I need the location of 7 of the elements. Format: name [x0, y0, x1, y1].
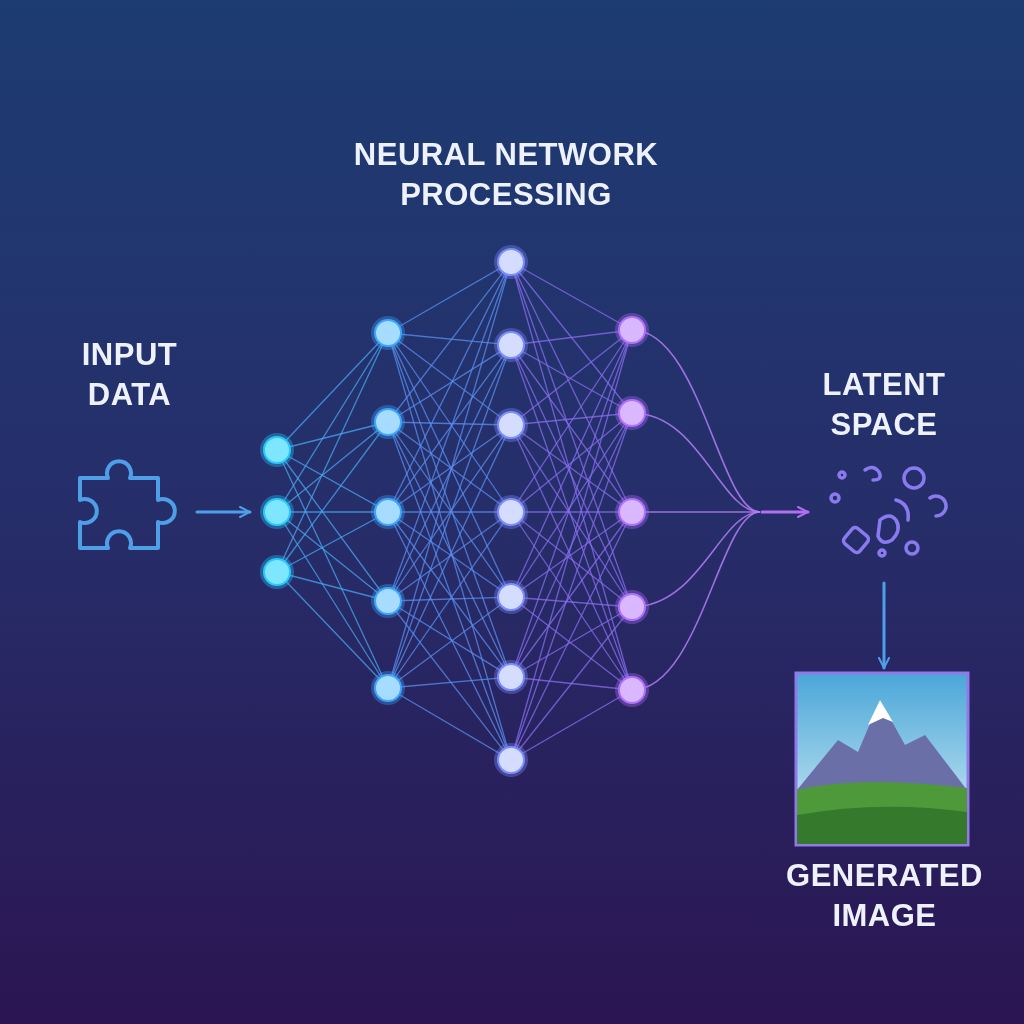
arrow — [878, 581, 890, 670]
node-title: INPUT DATA — [80, 336, 179, 414]
arrow — [760, 506, 810, 518]
node-title: NEURAL NETWORK PROCESSING — [352, 136, 660, 214]
node-title: LATENT SPACE — [821, 366, 947, 444]
node-title: GENERATED IMAGE — [785, 857, 984, 935]
arrow — [195, 506, 252, 518]
